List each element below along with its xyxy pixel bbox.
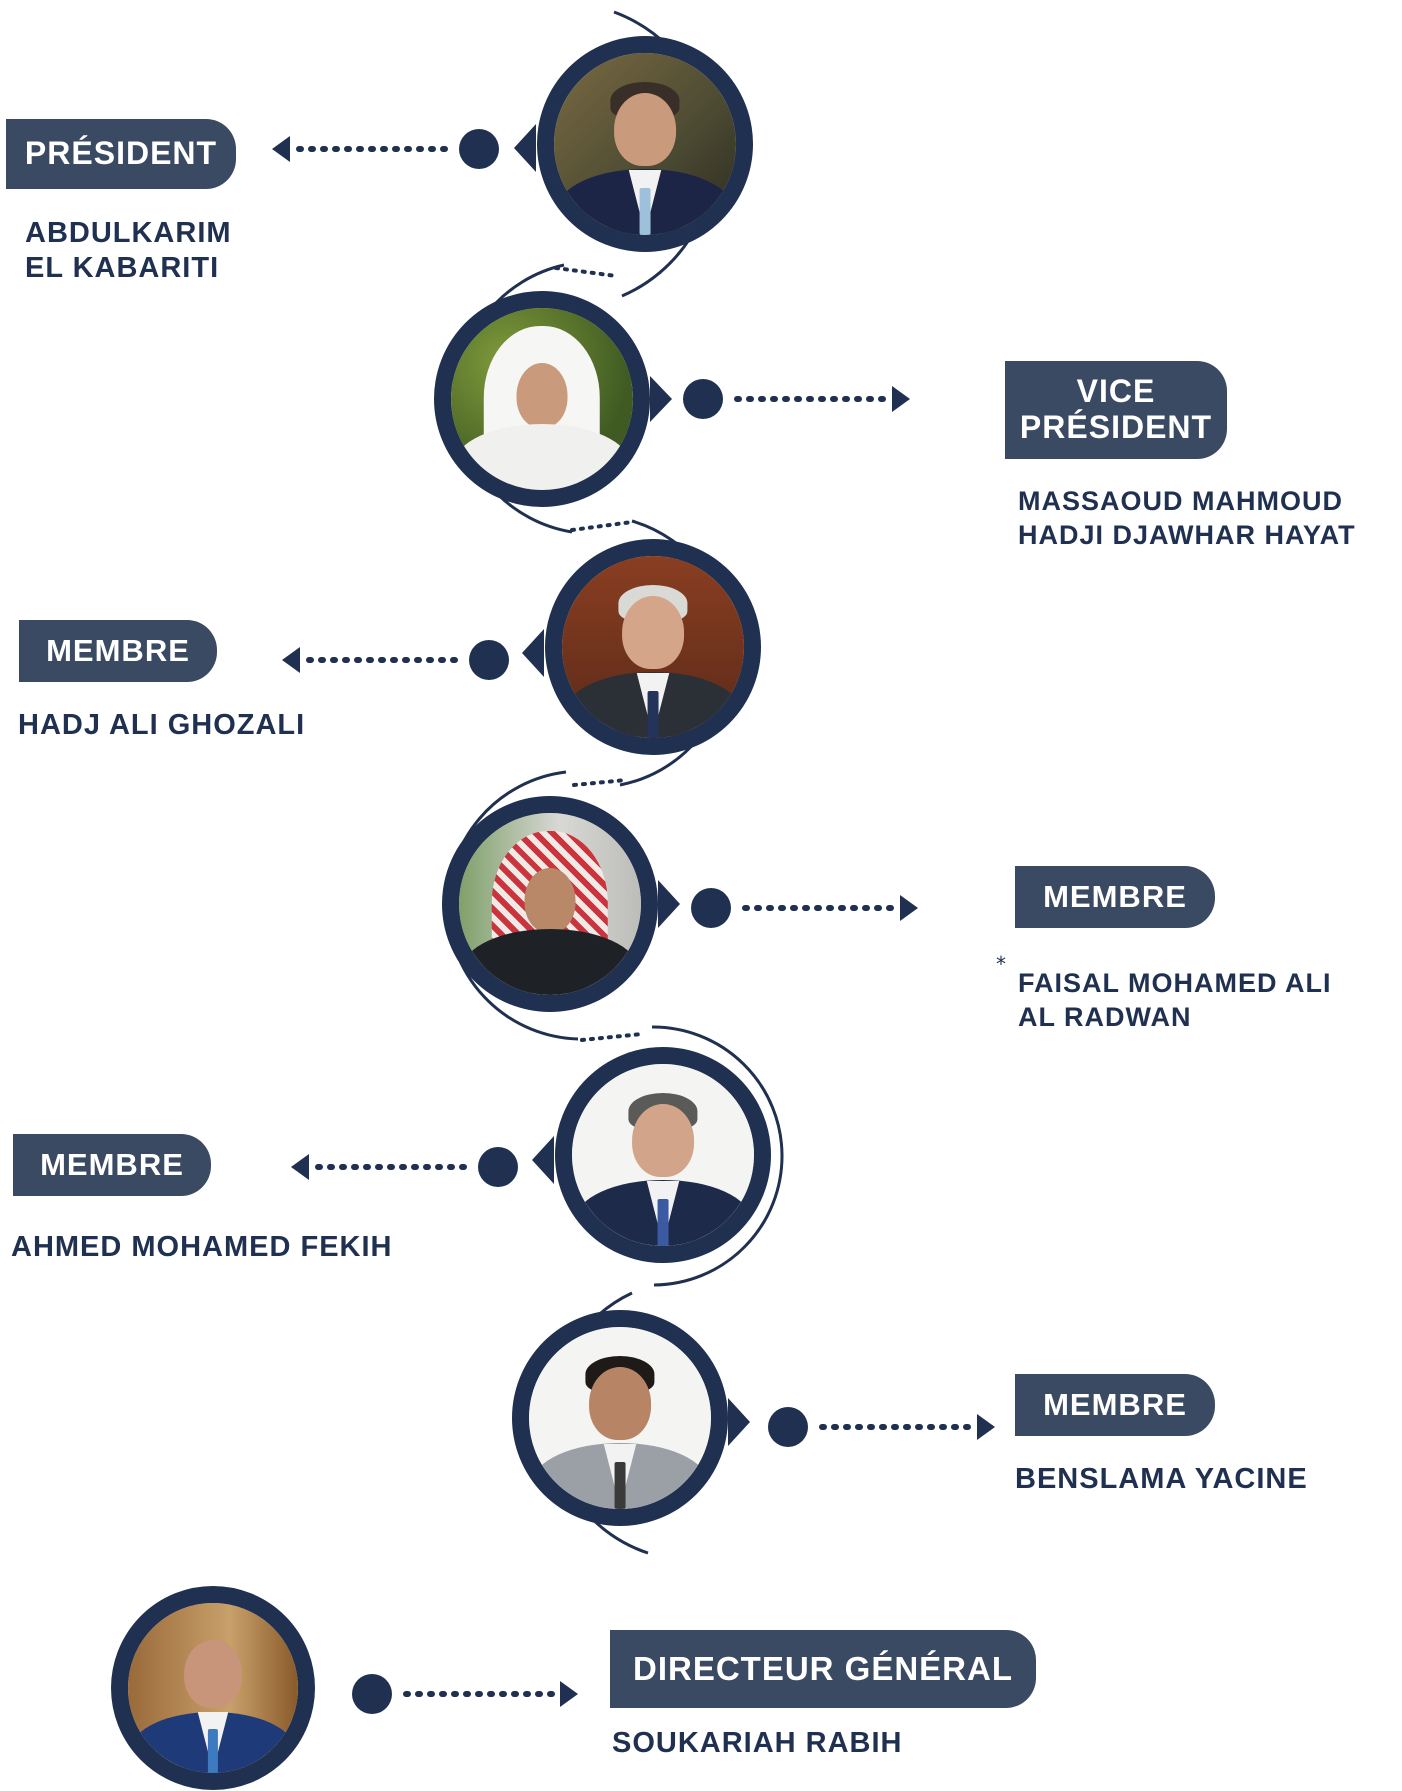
vice-president-role-badge: VICE PRÉSIDENT — [1005, 361, 1227, 459]
arrow-head — [892, 386, 910, 412]
ring-pointer — [514, 124, 536, 172]
connector-dot — [352, 1674, 392, 1714]
connector-dot — [478, 1147, 518, 1187]
member-benslama-role-badge: MEMBRE — [1015, 1374, 1215, 1436]
connector-dot — [691, 888, 731, 928]
vice-president-role-line: PRÉSIDENT — [1019, 409, 1213, 445]
member-fekih-name-line: AHMED MOHAMED FEKIH — [11, 1231, 393, 1263]
member-fekih-role-label: MEMBRE — [40, 1146, 184, 1182]
president-photo — [537, 36, 753, 252]
member-ghozali-name-line: HADJ ALI GHOZALI — [18, 709, 306, 741]
arrow-head — [291, 1154, 309, 1180]
president-name: ABDULKARIM EL KABARITI — [25, 216, 232, 287]
connector-dot — [469, 640, 509, 680]
asterisk-marker: * — [996, 952, 1006, 976]
ring-pointer — [658, 880, 680, 928]
member-fekih-photo — [555, 1047, 771, 1263]
president-name-line: EL KABARITI — [25, 252, 220, 285]
dotted-link — [572, 778, 628, 787]
director-photo — [111, 1586, 315, 1790]
ring-pointer — [650, 376, 672, 422]
ring-pointer — [532, 1136, 554, 1184]
member-fekih-role-badge: MEMBRE — [13, 1134, 211, 1196]
member-ghozali-role-badge: MEMBRE — [19, 620, 217, 682]
arrow-head — [282, 647, 300, 673]
president-name-line: ABDULKARIM — [25, 217, 232, 249]
dotted-link — [554, 266, 618, 278]
arrow-head — [272, 136, 290, 162]
connector-dot — [768, 1407, 808, 1447]
member-fekih-name: AHMED MOHAMED FEKIH — [11, 1230, 393, 1265]
outer-arc — [651, 1025, 784, 1287]
arrow-head — [560, 1681, 578, 1707]
president-role-label: PRÉSIDENT — [24, 135, 218, 172]
member-benslama-photo — [512, 1310, 728, 1526]
arrow-head — [900, 895, 918, 921]
director-name-line: SOUKARIAH RABIH — [612, 1727, 903, 1759]
vice-president-photo — [434, 291, 650, 507]
vice-president-role-line: VICE — [1076, 373, 1156, 410]
member-ghozali-name: HADJ ALI GHOZALI — [18, 708, 305, 743]
member-al-radwan-role-badge: MEMBRE — [1015, 866, 1215, 928]
dotted-link — [580, 1032, 644, 1042]
director-name: SOUKARIAH RABIH — [612, 1726, 903, 1761]
connector-dot — [683, 379, 723, 419]
member-al-radwan-photo — [442, 796, 658, 1012]
dotted-link — [570, 520, 634, 532]
ring-pointer — [728, 1398, 750, 1446]
member-ghozali-photo — [545, 539, 761, 755]
vice-president-name: MASSAOUD MAHMOUD HADJI DJAWHAR HAYAT — [1018, 484, 1356, 553]
director-role-label: DIRECTEUR GÉNÉRAL — [632, 1649, 1014, 1687]
member-benslama-role-label: MEMBRE — [1043, 1386, 1187, 1422]
vice-president-name-line: HADJI DJAWHAR HAYAT — [1018, 520, 1356, 551]
member-al-radwan-role-label: MEMBRE — [1043, 878, 1187, 914]
member-benslama-name-line: BENSLAMA YACINE — [1015, 1463, 1308, 1495]
member-al-radwan-name-line: FAISAL MOHAMED ALI — [1018, 968, 1332, 998]
member-benslama-name: BENSLAMA YACINE — [1015, 1462, 1308, 1497]
connector-dot — [459, 129, 499, 169]
member-al-radwan-name: FAISAL MOHAMED ALI AL RADWAN — [1018, 966, 1332, 1035]
arrow-head — [977, 1414, 995, 1440]
vice-president-name-line: MASSAOUD MAHMOUD — [1018, 486, 1343, 516]
member-al-radwan-name-line: AL RADWAN — [1018, 1002, 1192, 1033]
ring-pointer — [522, 629, 544, 677]
member-ghozali-role-label: MEMBRE — [46, 632, 190, 668]
president-role-badge: PRÉSIDENT — [6, 119, 236, 189]
director-role-badge: DIRECTEUR GÉNÉRAL — [610, 1630, 1036, 1708]
